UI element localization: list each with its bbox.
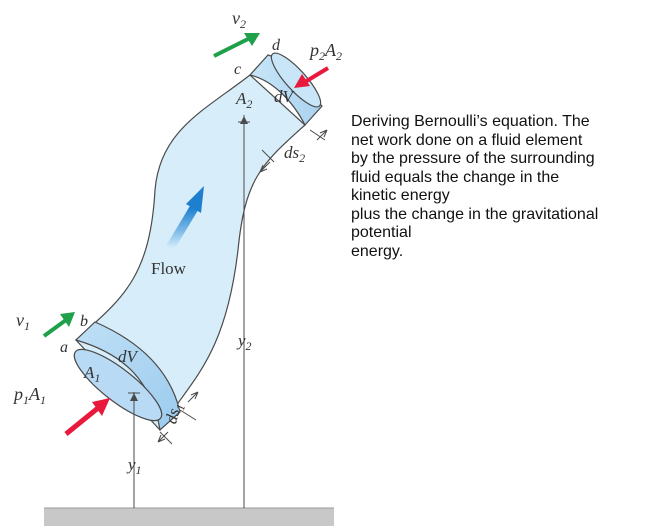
label-p1A1: p1A1 bbox=[12, 384, 46, 407]
label-b: b bbox=[80, 313, 88, 330]
label-v2: v2 bbox=[232, 8, 246, 31]
ground bbox=[44, 508, 334, 526]
label-flow: Flow bbox=[151, 259, 187, 278]
ds2-extension-a bbox=[261, 149, 275, 163]
caption-line: Deriving Bernoulli’s equation. The bbox=[351, 113, 590, 130]
ds2-extension-b bbox=[309, 129, 326, 141]
caption-line: plus the change in the gravitational bbox=[351, 205, 599, 223]
caption-line: by the pressure of the surrounding bbox=[351, 150, 595, 167]
label-a: a bbox=[60, 339, 68, 356]
v1-arrow-icon bbox=[42, 312, 75, 338]
label-dV-bottom: dV bbox=[118, 347, 140, 366]
figure-caption: Deriving Bernoulli’s equation. The net w… bbox=[351, 113, 643, 261]
ds1-extension-a bbox=[159, 431, 173, 445]
y2-arrowhead bbox=[240, 116, 248, 124]
caption-line: kinetic energy bbox=[351, 187, 450, 204]
caption-line: net work done on a fluid element bbox=[351, 131, 583, 149]
caption-line: energy. bbox=[351, 242, 404, 260]
ds1-arrow-b bbox=[187, 391, 199, 403]
label-ds1: ds1 bbox=[161, 400, 188, 426]
flow-direction-arrow-icon bbox=[166, 186, 204, 251]
label-A2: A2 bbox=[235, 89, 252, 111]
p2A2-force-arrow-icon bbox=[294, 66, 330, 88]
p1A1-force-arrow-icon bbox=[64, 398, 110, 436]
caption-line: potential bbox=[351, 224, 412, 241]
label-dV-top: dV bbox=[274, 87, 296, 106]
label-c: c bbox=[234, 61, 241, 78]
ds2-arrow-b bbox=[316, 129, 328, 141]
ds1-arrow-a bbox=[157, 431, 169, 443]
ds2-arrow-a bbox=[259, 161, 271, 173]
label-A1: A1 bbox=[83, 363, 100, 385]
top-element-cap bbox=[270, 52, 322, 108]
ds1-extension-b bbox=[179, 409, 197, 421]
label-ds2: ds2 bbox=[284, 143, 305, 165]
label-p2A2: p2A2 bbox=[308, 40, 342, 63]
y1-arrowhead bbox=[130, 393, 138, 401]
label-y1: y1 bbox=[126, 455, 142, 477]
bottom-element-face bbox=[73, 348, 163, 422]
label-v1: v1 bbox=[16, 310, 30, 333]
caption-line: fluid equals the change in the bbox=[351, 168, 560, 186]
label-d: d bbox=[272, 37, 281, 54]
label-y2: y2 bbox=[236, 331, 252, 353]
v2-arrow-icon bbox=[213, 33, 260, 58]
